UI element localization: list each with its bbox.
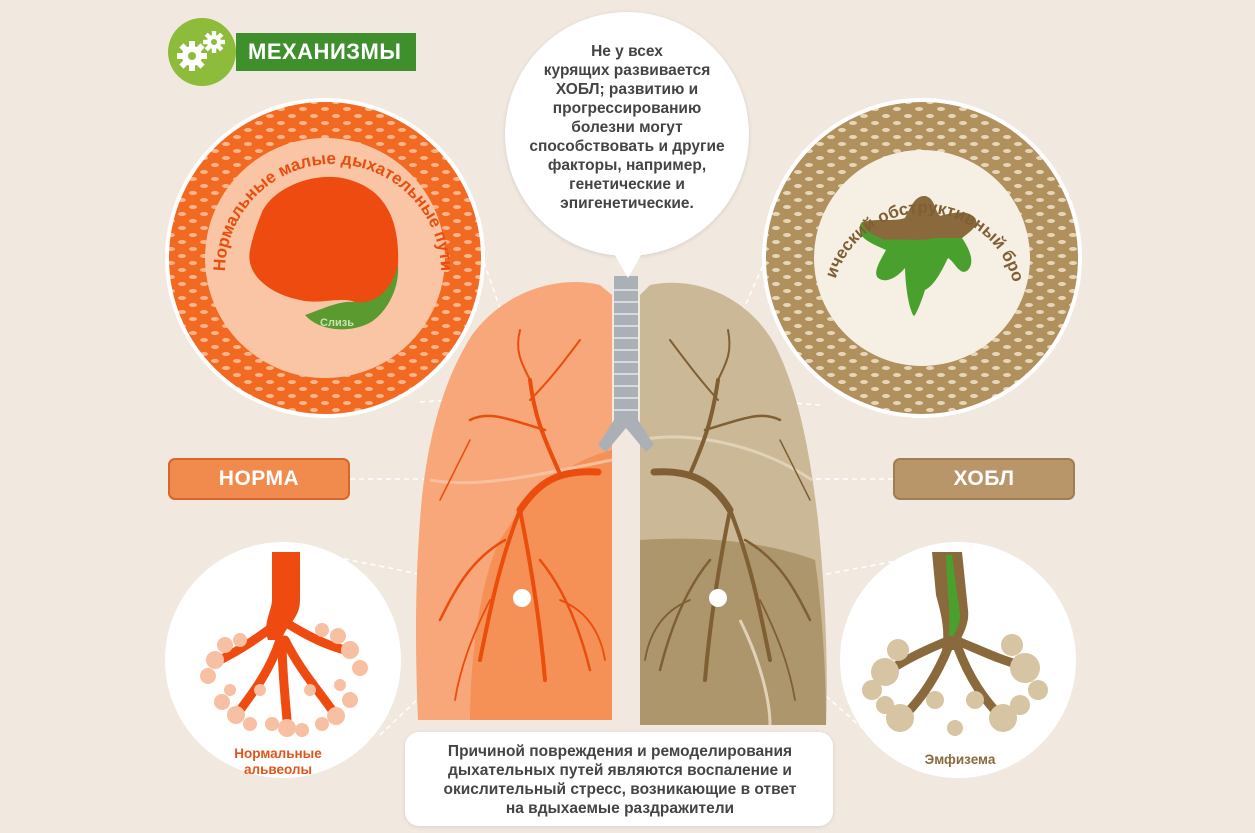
tag-norm: НОРМА [168,458,350,500]
callout-bottom-box [405,732,833,826]
callout-top-line: ХОБЛ; развитию и [555,81,699,98]
caption-emphysema: Эмфизема [924,752,996,767]
callout-bottom-line: окислительный стресс, возникающие в отве… [443,781,797,798]
callout-top-pointer [612,250,644,278]
callout-top-line: Не у всех [591,43,663,60]
callout-bottom-line: Причиной повреждения и ремоделирования [447,743,793,760]
bronchial-tree-normal [438,329,606,701]
tag-copd: ХОБЛ [893,458,1075,500]
alveoli-emphysema [840,542,1076,778]
mucus-label: Слизь [320,317,354,329]
caption-normal-alveoli: Нормальные альвеолы [218,746,338,778]
callout-top-line: факторы, например, [547,157,707,174]
lung-copd [639,282,827,726]
caption-line: Нормальные [234,746,322,761]
airway-copd-cross-section [762,98,1082,418]
callout-top-line: генетические и [569,176,685,193]
callout-top-line: способствовать и другие [529,138,725,155]
callout-top-line: болезни могут [571,119,683,136]
alveolus-marker-copd [709,589,727,607]
callout-top-line: эпигенетические. [560,195,694,212]
callout-top-line: прогрессированию [552,100,702,117]
callout-bottom-line: дыхательных путей являются воспаление и [448,762,792,779]
callout-bottom-line: на вдыхаемые раздражители [505,800,735,817]
alveoli-normal [165,542,401,778]
badge-circle [168,18,236,86]
alveolus-marker-normal [513,589,531,607]
caption-line: альвеолы [243,762,313,777]
callout-bottom-text: Причиной повреждения и ремоделирования д… [420,742,820,818]
section-title: МЕХАНИЗМЫ [236,33,416,71]
callout-top-line: курящих развивается [543,62,711,79]
trachea [598,276,654,452]
gears-icon [177,31,225,71]
callout-top-text: Не у всех курящих развивается ХОБЛ; разв… [520,42,734,213]
airway-normal-cross-section [165,98,485,418]
callout-top-bubble [505,12,749,256]
